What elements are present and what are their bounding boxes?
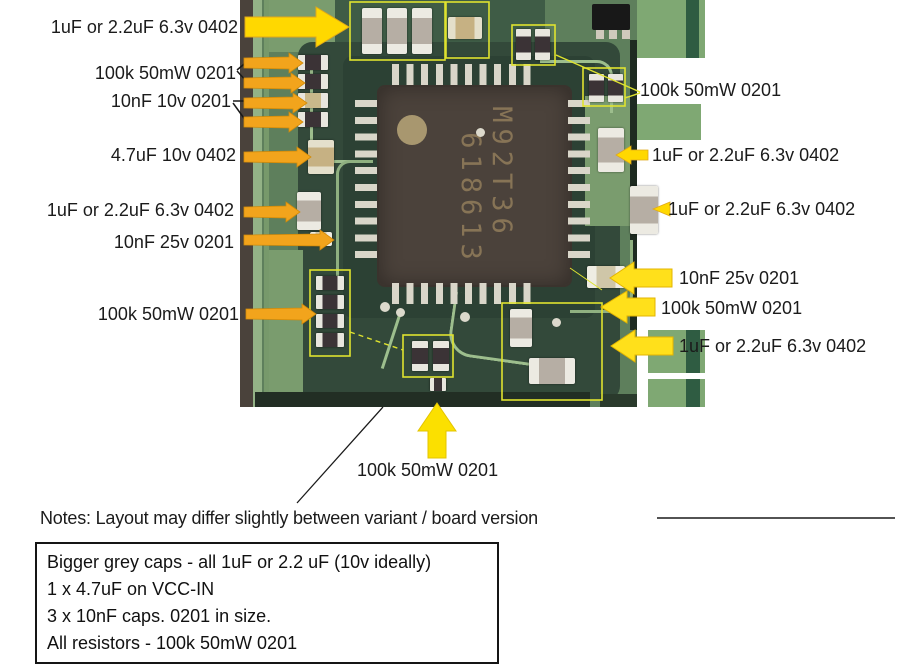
transistor-leg — [622, 30, 630, 39]
callout-arrow-up — [417, 402, 457, 459]
resistor — [298, 74, 328, 89]
capacitor-10nf — [587, 266, 625, 288]
component-label: 100k 50mW 0201 — [357, 460, 499, 480]
ic-chip-m92t36: M92T36 618613 — [377, 85, 572, 287]
chip-pins-left — [355, 100, 377, 268]
component-label: 10nF 25v 0201 — [679, 268, 800, 288]
transistor — [592, 4, 630, 30]
resistor — [298, 93, 328, 108]
component-label: 4.7uF 10v 0402 — [110, 145, 236, 165]
resistor — [316, 333, 344, 347]
info-box-line: 1 x 4.7uF on VCC-IN — [47, 579, 215, 599]
chip-pins-right — [568, 100, 590, 268]
chip-marking: M92T36 618613 — [455, 106, 517, 266]
transistor-leg — [609, 30, 617, 39]
capacitor — [630, 186, 658, 234]
component-label: 1uF or 2.2uF 6.3v 0402 — [679, 336, 867, 356]
resistor — [430, 378, 446, 391]
info-box-line: All resistors - 100k 50mW 0201 — [47, 633, 298, 653]
resistor — [412, 341, 428, 371]
capacitor — [412, 8, 432, 54]
resistor — [589, 74, 604, 102]
pcb-bottom-shadow — [255, 392, 590, 407]
solder-dot — [476, 128, 485, 137]
component-label: 1uF or 2.2uF 6.3v 0402 — [668, 199, 856, 219]
chip-pins-bottom — [392, 283, 538, 304]
component-label: 1uF or 2.2uF 6.3v 0402 — [652, 145, 840, 165]
resistor — [316, 276, 344, 290]
notes-text: Notes: Layout may differ slightly betwee… — [40, 508, 538, 528]
pcb-tab-topright — [637, 0, 705, 58]
trace-line — [336, 160, 373, 283]
capacitor-10nf — [310, 232, 332, 246]
component-label: 100k 50mW 0201 — [94, 63, 236, 83]
solder-dot — [396, 308, 405, 317]
resistor — [316, 295, 344, 309]
capacitor — [448, 17, 482, 39]
pcb-photo: M92T36 618613 — [240, 0, 705, 407]
pcb-tab-bottomright — [648, 330, 705, 407]
resistor — [516, 29, 531, 60]
component-label: 10nF 10v 0201 — [110, 91, 231, 111]
chip-pins-top — [392, 64, 538, 85]
pin1-dot — [397, 115, 427, 145]
resistor — [298, 112, 328, 127]
pointer-line-diagonal — [296, 406, 384, 504]
transistor-leg — [596, 30, 604, 39]
pcb-dark-stripe — [686, 0, 699, 58]
capacitor — [362, 8, 382, 54]
solder-dot — [552, 318, 561, 327]
resistor — [608, 74, 623, 102]
capacitor — [598, 128, 624, 172]
capacitor — [387, 8, 407, 54]
solder-dot — [460, 312, 470, 322]
solder-dot — [380, 302, 390, 312]
pcb-edge-shadow — [240, 0, 253, 407]
pcb-bottom-shadow — [600, 394, 637, 407]
resistor — [316, 314, 344, 328]
pcb-light-column — [253, 0, 262, 407]
capacitor — [529, 358, 575, 384]
component-label: 100k 50mW 0201 — [640, 80, 782, 100]
pcb-dark-stripe — [686, 330, 700, 407]
chip-marking-line1: M92T36 — [485, 106, 517, 240]
component-label: 1uF or 2.2uF 6.3v 0402 — [46, 200, 234, 220]
info-box: Bigger grey caps - all 1uF or 2.2 uF (10… — [35, 542, 499, 664]
capacitor-4u7 — [308, 140, 334, 174]
resistor — [298, 55, 328, 70]
component-label: 1uF or 2.2uF 6.3v 0402 — [50, 17, 238, 37]
info-box-line: Bigger grey caps - all 1uF or 2.2 uF (10… — [47, 552, 432, 572]
pcb-tab-midright — [637, 104, 701, 140]
resistor — [535, 29, 550, 60]
component-label: 10nF 25v 0201 — [113, 232, 234, 252]
capacitor — [297, 192, 321, 230]
resistor — [433, 341, 449, 371]
pcb-pour-bottomleft — [269, 250, 303, 407]
component-label: 100k 50mW 0201 — [97, 304, 239, 324]
component-label: 100k 50mW 0201 — [661, 298, 803, 318]
pcb-white-seam — [648, 373, 705, 379]
pcb-dark-edge-right — [630, 40, 637, 330]
capacitor — [510, 309, 532, 347]
info-box-line: 3 x 10nF caps. 0201 in size. — [47, 606, 272, 626]
